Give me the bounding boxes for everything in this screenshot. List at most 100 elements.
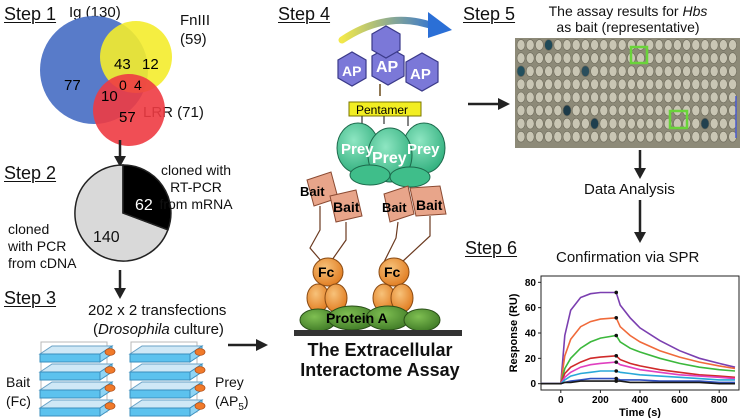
plate-well xyxy=(581,52,590,64)
plate-well xyxy=(599,130,609,143)
step3-label: Step 3 xyxy=(4,288,57,308)
plate-well xyxy=(636,39,645,51)
plate-well xyxy=(719,52,728,64)
plate-well xyxy=(581,65,590,77)
plate-well xyxy=(544,91,553,104)
spr-injection-end-marker-8 xyxy=(614,379,619,383)
plate-well xyxy=(516,78,526,90)
arrow-step1-step2 xyxy=(114,140,126,167)
plate-well xyxy=(719,117,728,130)
plate-well xyxy=(682,130,691,143)
pie-label-mrna-line1: cloned with xyxy=(160,162,232,178)
spr-injection-end-marker-1 xyxy=(614,290,619,295)
plate-well xyxy=(691,117,701,130)
plate-well xyxy=(590,117,599,130)
sensor-surface xyxy=(294,330,462,336)
bait-label-1: Bait xyxy=(300,184,325,199)
plate-well xyxy=(700,65,710,77)
plate-well xyxy=(645,104,655,117)
pie-label-cdna-line2: with PCR xyxy=(8,238,67,254)
plate-well xyxy=(608,52,618,64)
spr-y-tick-label: 0 xyxy=(530,379,536,390)
plate-well xyxy=(553,130,563,143)
plate-well xyxy=(627,65,636,77)
prey-domain-group: Prey Prey Prey xyxy=(336,122,446,188)
arrow-step4-step5 xyxy=(468,98,510,110)
plate-well xyxy=(590,39,599,51)
plate-well xyxy=(709,117,719,130)
plate-well xyxy=(617,91,627,104)
plate-well xyxy=(636,91,645,104)
plate-well xyxy=(654,78,664,90)
plate-well xyxy=(617,130,627,143)
pie-chart: 62 140 xyxy=(74,164,172,262)
plate-well xyxy=(553,52,563,64)
plate-well xyxy=(571,39,581,51)
interactome-assay-diagram: AP AP AP Pentamer Prey Prey Prey Bait Ba… xyxy=(294,12,462,336)
plate-well xyxy=(654,117,664,130)
venn-fniii-count: (59) xyxy=(180,31,207,48)
plate-well xyxy=(581,91,590,104)
prey-label-3: Prey xyxy=(407,141,440,158)
pie-label-cdna-line1: cloned xyxy=(8,221,50,237)
bait-culture-label: Bait (Fc) xyxy=(6,373,31,411)
plate-well xyxy=(691,65,701,77)
bait-domain-group: Bait Bait Bait Bait xyxy=(300,171,447,223)
plate-well xyxy=(525,91,535,104)
culture-plates xyxy=(39,341,206,417)
plate-well xyxy=(581,117,590,130)
step5-title-line2: as bait (representative) xyxy=(556,19,700,35)
plate-well xyxy=(581,104,590,117)
venn-ig-lrr: 10 xyxy=(101,88,118,105)
plate-well xyxy=(544,130,553,143)
plate-well xyxy=(571,65,581,77)
plate-well xyxy=(544,104,553,117)
spr-series-line-6 xyxy=(541,370,735,385)
plate-well xyxy=(645,117,655,130)
spr-series-line-2 xyxy=(541,316,736,385)
plate-well xyxy=(709,39,719,51)
plate-well xyxy=(571,130,581,143)
spr-series-line-8 xyxy=(541,380,735,385)
step2-label: Step 2 xyxy=(4,163,57,183)
step5-title-line1: The assay results for Hbs xyxy=(512,3,744,19)
plate-well xyxy=(691,91,701,104)
spr-injection-end-marker-3 xyxy=(614,333,619,338)
spr-x-tick-label: 200 xyxy=(592,395,609,406)
plate-well xyxy=(571,104,581,117)
prey-sub-close: ) xyxy=(243,393,249,409)
plate-well xyxy=(654,91,664,104)
venn-ig-only: 77 xyxy=(64,77,81,94)
spr-y-tick-label: 80 xyxy=(525,278,537,289)
plate-well xyxy=(709,78,719,90)
plate-well xyxy=(608,78,618,90)
plate-well xyxy=(516,130,526,143)
spr-y-axis-label: Response (RU) xyxy=(508,293,520,372)
plate-well xyxy=(673,78,682,90)
plate-well xyxy=(654,52,664,64)
prey-culture-label: Prey (AP5) xyxy=(215,373,249,417)
assay-plate-image xyxy=(515,38,740,148)
pie-label-mrna-line3: from mRNA xyxy=(159,196,233,212)
plate-well xyxy=(617,52,627,64)
plate-well xyxy=(728,52,737,64)
positive-well-highlight-1 xyxy=(629,45,649,65)
step1-label: Step 1 xyxy=(4,4,57,24)
bait-culture-label-line2: (Fc) xyxy=(6,393,31,409)
plate-well xyxy=(590,78,599,90)
arrow-step3-step4 xyxy=(228,339,268,351)
reaction-swoosh-arrow xyxy=(338,16,442,44)
venn-fniii-circle xyxy=(100,21,172,93)
step4-label: Step 4 xyxy=(278,4,331,24)
plate-well xyxy=(525,104,535,117)
bait-label-4: Bait xyxy=(416,197,443,213)
assay-title-line1: The Extracellular xyxy=(307,340,453,360)
plate-well xyxy=(654,65,664,77)
plate-well xyxy=(525,78,535,90)
venn-ig-label: Ig (130) xyxy=(69,4,121,21)
plate-well xyxy=(728,39,737,51)
spr-injection-end-marker-4 xyxy=(614,354,619,358)
plate-well xyxy=(516,104,526,117)
plate-well xyxy=(728,78,737,90)
prey-sub-open: (AP xyxy=(215,393,239,409)
